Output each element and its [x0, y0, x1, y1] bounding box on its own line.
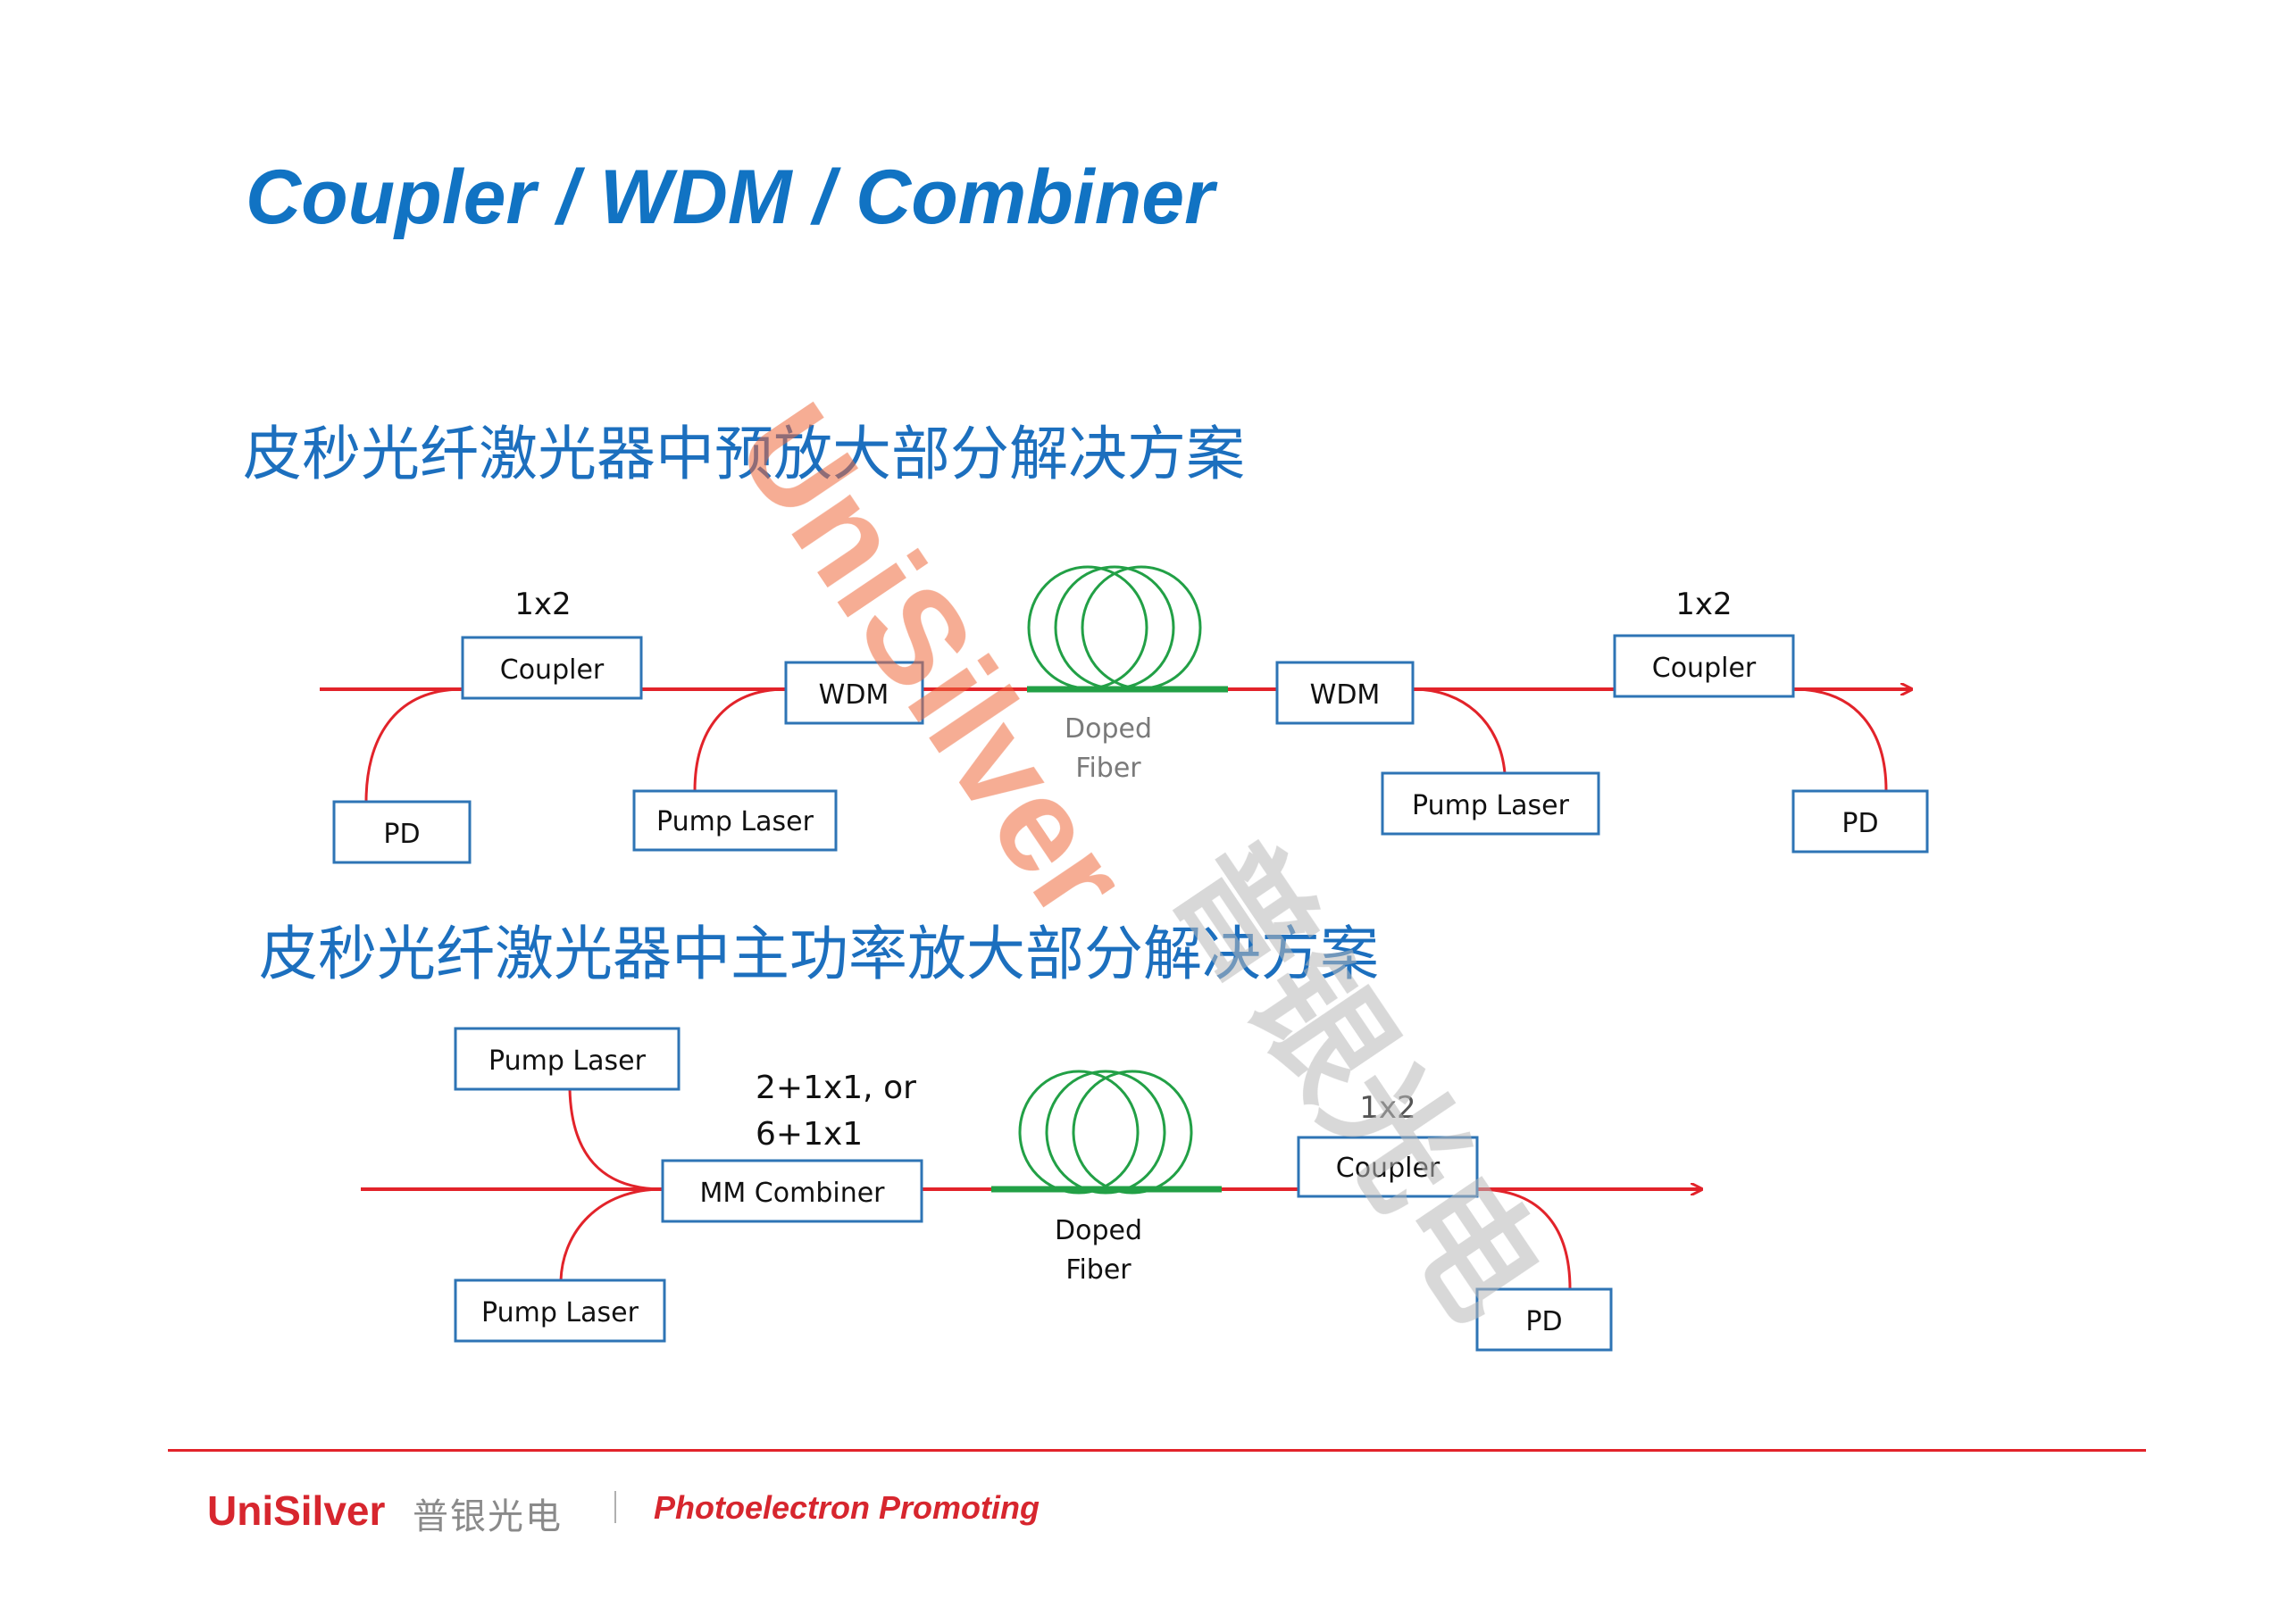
preamp-doped-fiber-coil — [1027, 565, 1202, 690]
power-amp-heading: 皮秒光纤激光器中主功率放大部分解决方案 — [259, 920, 1379, 988]
preamp-doped-fiber-label-1: Doped — [1065, 713, 1152, 745]
power-amp-pump-top-branch — [568, 1088, 664, 1191]
slide-title: Coupler / WDM / Combiner — [246, 154, 1215, 240]
power-amp-combiner-box — [661, 1159, 923, 1223]
preamp-pd-in-box — [332, 800, 472, 864]
power-amp-pump-bottom-box — [454, 1278, 666, 1343]
preamp-wdm-out-box — [1275, 661, 1415, 725]
preamp-heading: 皮秒光纤激光器中预放大部分解决方案 — [243, 420, 1245, 488]
footer-logo: UniSilver — [207, 1487, 386, 1534]
preamp-coupler-in-ratio: 1x2 — [514, 587, 571, 622]
preamp-wdm-in-label: WDM — [819, 679, 889, 711]
watermark-brand-en: UniSilver — [708, 379, 1157, 944]
power-amp-doped-fiber-label-2: Fiber — [1065, 1254, 1131, 1286]
footer-divider — [168, 1449, 2146, 1452]
power-amp-pump-top-label: Pump Laser — [488, 1045, 647, 1077]
power-amp-pump-bottom-label: Pump Laser — [481, 1297, 639, 1328]
preamp-doped-fiber-label-2: Fiber — [1075, 753, 1141, 784]
power-amp-pd-branch — [1476, 1187, 1572, 1290]
preamp-pump-out-label: Pump Laser — [1412, 790, 1570, 821]
preamp-wdm-in-box — [784, 661, 924, 725]
power-amp-combiner-label: MM Combiner — [699, 1178, 885, 1209]
preamp-pump-in-branch — [693, 687, 787, 792]
footer-slogan: Photoelectron Promoting — [654, 1489, 1040, 1526]
preamp-pd-in-label: PD — [383, 819, 420, 850]
power-amp-doped-fiber-label-1: Doped — [1055, 1215, 1142, 1246]
preamp-pump-out-box — [1381, 771, 1600, 836]
power-amp-combiner-note-1: 2+1x1, or — [756, 1070, 916, 1106]
power-amp-coupler-ratio: 1x2 — [1359, 1090, 1415, 1126]
preamp-pump-out-branch — [1412, 687, 1507, 774]
power-amp-coupler-box — [1297, 1136, 1479, 1198]
footer-logo-en: UniSilver — [207, 1487, 386, 1534]
power-amp-coupler-label: Coupler — [1336, 1153, 1440, 1184]
preamp-coupler-out-ratio: 1x2 — [1675, 587, 1732, 622]
power-amp-pd-box — [1475, 1287, 1613, 1352]
power-amp-combiner-note-2: 6+1x1 — [756, 1116, 863, 1153]
preamp-pd-out-box — [1791, 789, 1929, 854]
preamp-wdm-out-label: WDM — [1310, 679, 1381, 711]
power-amp-doped-fiber-coil — [1018, 1070, 1193, 1195]
power-amp-diagram: Pump Laser Pump Laser MM Combiner Couple… — [361, 1027, 1701, 1352]
power-amp-pd-label: PD — [1525, 1306, 1562, 1337]
power-amp-pump-bottom-branch — [559, 1187, 664, 1281]
preamp-coupler-in-label: Coupler — [500, 654, 605, 686]
watermark-brand-cn: 普银光电 — [1143, 815, 1572, 1346]
preamp-diagram: 1x2 Coupler WDM WDM 1x2 Coupler PD Pump … — [320, 565, 1929, 864]
preamp-coupler-out-box — [1613, 634, 1795, 698]
preamp-pd-out-label: PD — [1841, 808, 1878, 839]
preamp-pd-out-branch — [1792, 687, 1888, 792]
footer-logo-cn: 普银光电 — [413, 1496, 563, 1537]
preamp-coupler-in-box — [461, 636, 643, 700]
preamp-pump-in-label: Pump Laser — [656, 806, 814, 837]
footer-separator — [614, 1491, 616, 1523]
preamp-coupler-out-label: Coupler — [1652, 653, 1757, 684]
preamp-pd-in-branch — [364, 687, 463, 803]
preamp-pump-in-box — [632, 789, 838, 852]
power-amp-pump-top-box — [454, 1027, 681, 1091]
